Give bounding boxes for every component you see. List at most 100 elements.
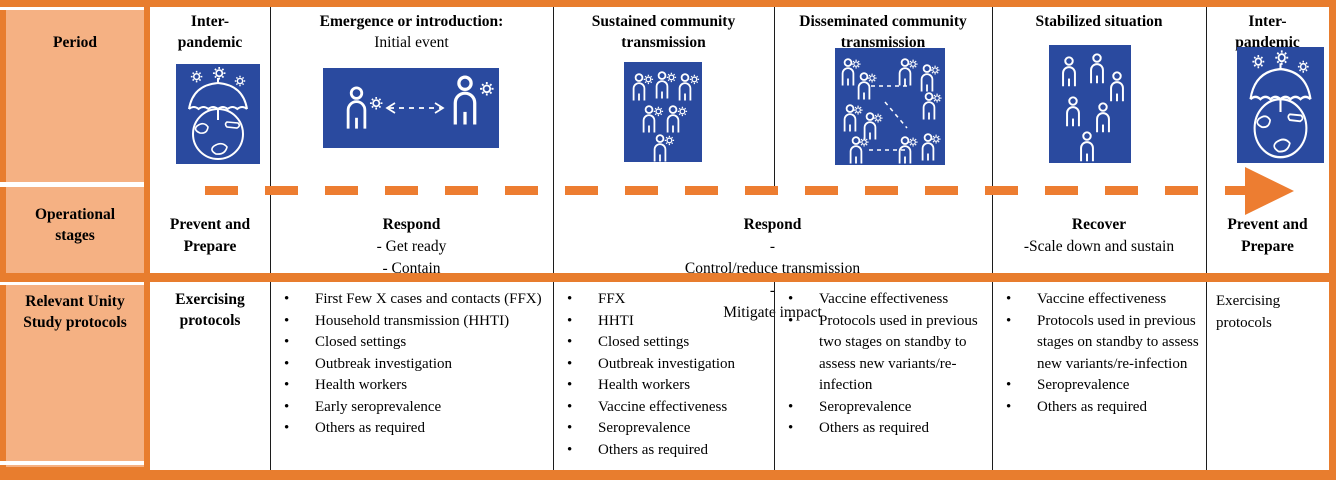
umbrella-globe-icon [176,64,260,164]
stage-cell-recover: Recover -Scale down and sustain [992,188,1206,273]
stage-item-text: Control/reduce transmission [684,260,861,277]
stage-item: - Contain [382,260,441,277]
period-title-line: Disseminated community [799,13,967,30]
stage-title: Prepare [1241,238,1294,255]
protocol-item: FFX [553,289,774,311]
protocol-item: Seroprevalence [553,418,774,440]
period-title-line: pandemic [177,34,243,51]
protocol-item: Vaccine effectiveness [553,397,774,419]
protocol-list: Vaccine effectiveness Protocols used in … [774,289,992,440]
protocol-item: Vaccine effectiveness [774,289,992,311]
protocol-list: FFX HHTI Closed settings Outbreak invest… [553,289,774,461]
protocols-title: protocols [179,312,241,329]
period-title-line: Inter- [1248,13,1287,30]
protocol-item: Others as required [774,418,992,440]
protocols-cell-stabilized: Vaccine effectiveness Protocols used in … [992,284,1206,470]
protocol-item: HHTI [553,311,774,333]
column-divider [992,282,994,470]
period-title-line: Sustained community [591,13,736,30]
column-divider [1206,7,1208,273]
protocol-item: First Few X cases and contacts (FFX) [270,289,553,311]
stage-title: Prevent and [169,216,251,233]
protocols-cell-emergence: First Few X cases and contacts (FFX) Hou… [270,284,553,470]
divider [0,182,144,187]
column-divider [553,282,555,470]
row-header-stages-line2: stages [55,227,95,244]
protocol-item: Others as required [553,440,774,462]
period-cell-interpandemic-start: Inter- pandemic [150,7,270,186]
stage-cell-respond-early: Respond - Get ready - Contain [270,188,553,277]
stage-title: Respond [382,216,441,233]
divider [0,282,144,285]
row-header-period-label: Period [53,34,97,51]
dashed-timeline-arrow [205,186,1245,195]
person-to-person-transmission-icon [323,68,499,148]
protocols-cell-sustained: FFX HHTI Closed settings Outbreak invest… [553,284,774,470]
dispersed-infected-groups-icon [835,48,945,165]
column-divider [270,282,272,470]
stage-title: Prevent and [1227,216,1308,233]
umbrella-globe-icon [1237,47,1324,163]
period-cell-interpandemic-end: Inter- pandemic [1206,7,1329,186]
protocol-item: Household transmission (HHTI) [270,311,553,333]
stage-item: - Control/reduce transmission [553,236,992,280]
protocol-item: Seroprevalence [992,375,1206,397]
protocol-item: Protocols used in previous two stages on… [774,311,992,397]
divider [0,7,144,10]
stage-title: Respond [743,216,802,233]
dash-marker: - [769,238,776,255]
protocol-item: Others as required [992,397,1206,419]
period-title-line: transmission [840,34,926,51]
protocol-item: Vaccine effectiveness [992,289,1206,311]
row-header-stages: Operational stages [6,187,144,290]
column-divider [774,7,776,186]
column-divider [1206,282,1208,470]
protocols-cell-disseminated: Vaccine effectiveness Protocols used in … [774,284,992,470]
protocol-item: Outbreak investigation [270,354,553,376]
protocol-item: Protocols used in previous stages on sta… [992,311,1206,376]
stage-cell-prevent-prepare-end: Prevent and Prepare [1206,188,1329,273]
column-divider [992,7,994,273]
column-divider [774,282,776,470]
row-header-stages-line1: Operational [34,206,116,223]
protocol-item: Seroprevalence [774,397,992,419]
period-cell-disseminated: Disseminated community transmission [774,7,992,186]
row-header-period: Period [6,10,144,204]
stable-population-icon [1049,45,1131,163]
stage-item: - Get ready [376,238,447,255]
stage-item: -Scale down and sustain [1023,238,1175,255]
protocols-cell-exercising-end: Exercising protocols [1206,284,1329,470]
protocol-item: Outbreak investigation [553,354,774,376]
protocol-list: Vaccine effectiveness Protocols used in … [992,289,1206,418]
stage-title: Prepare [183,238,237,255]
period-cell-stabilized: Stabilized situation [992,7,1206,186]
protocol-list: First Few X cases and contacts (FFX) Hou… [270,289,553,440]
protocol-item: Health workers [270,375,553,397]
period-cell-sustained: Sustained community transmission [553,7,774,186]
period-title-line: Inter- [190,13,230,30]
timeline-arrowhead-icon [1245,167,1294,215]
period-subtitle-line: Initial event [374,34,449,51]
divider [0,461,144,465]
period-title-line: Stabilized situation [1035,13,1163,30]
row-header-protocols-line1: Relevant Unity [25,293,125,310]
period-cell-emergence: Emergence or introduction: Initial event [270,7,553,186]
row-separator-rule [0,273,1336,282]
protocol-item: Closed settings [553,332,774,354]
period-title-line: pandemic [1235,34,1300,51]
protocols-cell-exercising-start: Exercising protocols [150,284,270,470]
protocol-item: Closed settings [270,332,553,354]
row-header-protocols: Relevant Unity Study protocols [6,285,144,467]
protocols-title: Exercising [175,291,245,308]
column-divider [553,7,555,273]
period-title-line: transmission [621,34,706,51]
period-title-line: Emergence or introduction: [319,13,504,30]
protocol-item: Early seroprevalence [270,397,553,419]
protocols-text: Exercising protocols [1216,293,1281,331]
column-divider [270,7,272,273]
stage-title: Recover [1071,216,1127,233]
infected-community-cluster-icon [624,62,702,162]
protocol-item: Others as required [270,418,553,440]
stage-cell-respond-main: Respond - Control/reduce transmission - … [553,188,992,321]
